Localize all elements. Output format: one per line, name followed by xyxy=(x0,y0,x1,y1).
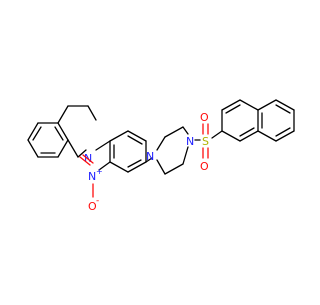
nitro-charge-plus: + xyxy=(96,167,103,176)
central-phenyl-ring xyxy=(109,130,147,173)
sulfonyl-oxygen-bottom-label: O xyxy=(200,160,209,173)
naphthalene-left-ring xyxy=(221,99,259,142)
sulfur-label: S xyxy=(202,135,209,148)
n-phenyl-bond xyxy=(95,140,111,151)
structure-diagram: N N + O - N N xyxy=(27,99,295,213)
isoquinoline-saturated-ring xyxy=(57,105,97,158)
phenyl-piperazine-bond xyxy=(145,157,153,163)
molecule-canvas: N N + O - N N xyxy=(27,99,295,213)
piperazine-ring: N N xyxy=(146,126,194,175)
sulfonyl-group: S O O xyxy=(200,111,209,173)
nitro-oxygen-bottom-label: O xyxy=(88,200,97,213)
nitro-nitrogen-label: N xyxy=(88,170,96,183)
piperazine-nitrogen-right-label: N xyxy=(186,135,194,148)
sulfonyl-naphthalene-bond xyxy=(211,130,223,139)
sulfonyl-oxygen-top-label: O xyxy=(200,111,209,124)
nitro-group: N + O - xyxy=(79,154,111,213)
nitro-oxygen-minus: - xyxy=(96,196,99,206)
isoquinoline-benzene-ring xyxy=(27,122,69,158)
naphthalene-right-ring xyxy=(257,99,295,142)
piperazine-nitrogen-left-label: N xyxy=(146,150,154,163)
